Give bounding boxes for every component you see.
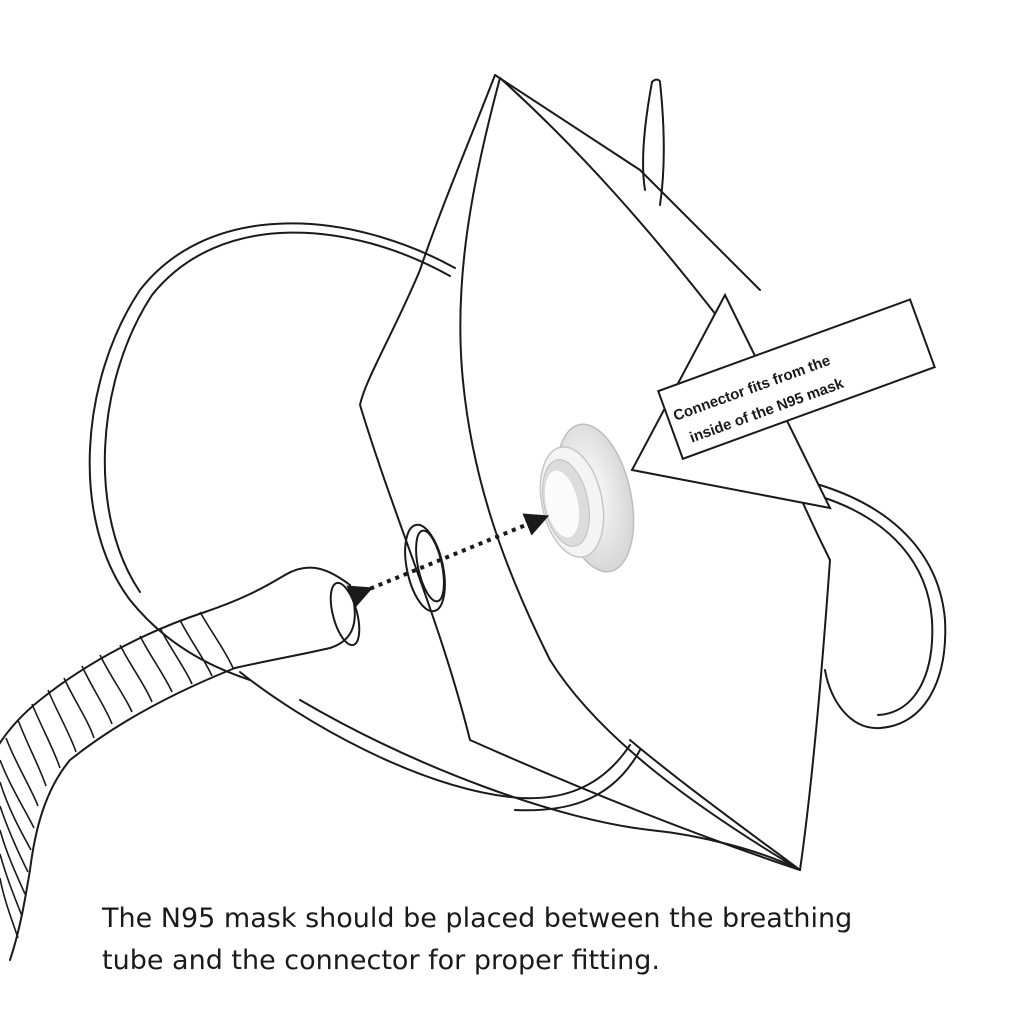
mask-fold-crease — [629, 739, 801, 871]
caption-line-1: The N95 mask should be placed between th… — [102, 903, 853, 934]
tube-adapter-cone — [204, 566, 356, 669]
instruction-caption: The N95 mask should be placed between th… — [102, 898, 962, 982]
ear-loop-tab — [641, 78, 665, 206]
ear-strap-right-inner — [821, 496, 934, 716]
mask-hole — [404, 523, 446, 613]
callout-box: Connector fits from the inside of the N9… — [656, 298, 936, 461]
tube-adapter-mouth — [329, 581, 361, 647]
mask-lower-fold — [299, 699, 801, 871]
breathing-tube-top — [0, 611, 206, 745]
ear-strap-lower — [239, 671, 631, 800]
ear-strap-back — [88, 222, 456, 681]
tube-ridges — [0, 611, 234, 939]
ear-strap-right — [819, 484, 947, 730]
breathing-tube-bottom — [9, 667, 236, 961]
fit-direction-arrow — [346, 513, 550, 608]
ear-strap-lower-inner — [514, 749, 641, 812]
mask-back-panel — [359, 74, 801, 871]
mask-back-edge — [494, 74, 761, 291]
connector-part — [539, 423, 635, 573]
ear-strap-back-inner — [103, 231, 451, 593]
caption-line-2: tube and the connector for proper fittin… — [102, 945, 660, 976]
